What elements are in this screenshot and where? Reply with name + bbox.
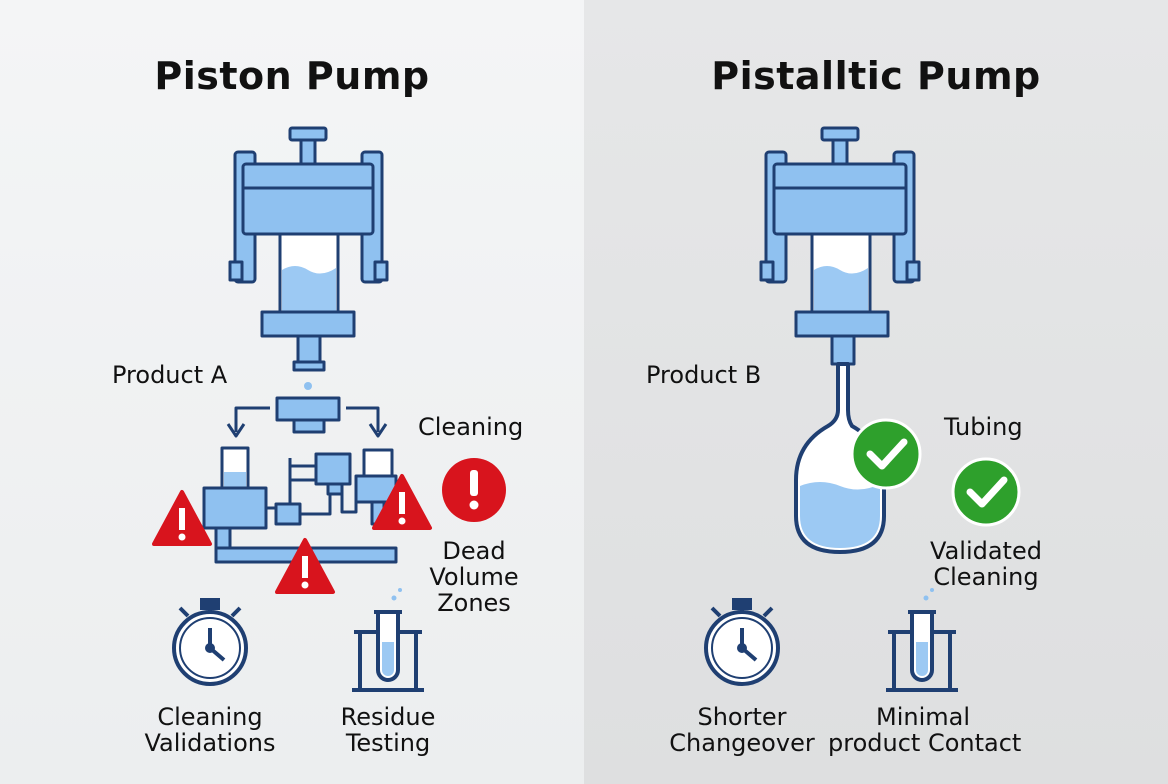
cleaning-validations-label: Cleaning Validations <box>144 703 276 757</box>
warning-icon <box>152 490 212 546</box>
pump-housing <box>228 150 389 284</box>
drop <box>304 382 312 390</box>
test-tube-icon <box>352 588 424 692</box>
stopwatch-icon <box>704 598 780 686</box>
dead-volume-label: Dead Volume Zones <box>429 537 519 617</box>
peristaltic-pump-illustration <box>704 126 1021 692</box>
peristaltic-pump-panel: Pistalltic Pump <box>584 0 1168 784</box>
pump-base-plate <box>260 310 356 338</box>
pump-knob <box>288 126 328 166</box>
alert-circle-icon <box>442 458 506 522</box>
warning-icon <box>372 474 432 530</box>
manifold-assembly <box>202 396 398 564</box>
panel-title: Pistalltic Pump <box>711 54 1041 98</box>
stopwatch-icon <box>172 598 248 686</box>
test-tube-icon <box>886 588 958 692</box>
pump-nozzle <box>830 334 856 366</box>
pump-housing <box>759 150 921 284</box>
cleaning-label: Cleaning <box>418 413 524 441</box>
piston-pump-panel: Piston Pump <box>0 0 584 784</box>
check-icon <box>850 418 922 490</box>
piston-pump-illustration <box>152 126 506 692</box>
warning-icons <box>152 458 506 594</box>
shorter-changeover-label: Shorter Changeover <box>669 703 815 757</box>
pump-knob <box>820 126 860 166</box>
pump-base-plate <box>794 310 890 338</box>
minimal-product-contact-label: Minimal product Contact <box>828 703 1022 757</box>
check-icon <box>951 457 1021 527</box>
pump-cylinder <box>278 232 340 316</box>
product-b-label: Product B <box>646 361 762 389</box>
warning-icon <box>275 538 335 594</box>
tubing-label: Tubing <box>944 413 1023 441</box>
pump-cylinder <box>810 232 872 316</box>
tubing-assembly <box>794 362 886 554</box>
product-a-label: Product A <box>112 361 228 389</box>
panel-title: Piston Pump <box>154 54 430 98</box>
validated-cleaning-label: Validated Cleaning <box>930 537 1042 591</box>
residue-testing-label: Residue Testing <box>340 703 436 757</box>
